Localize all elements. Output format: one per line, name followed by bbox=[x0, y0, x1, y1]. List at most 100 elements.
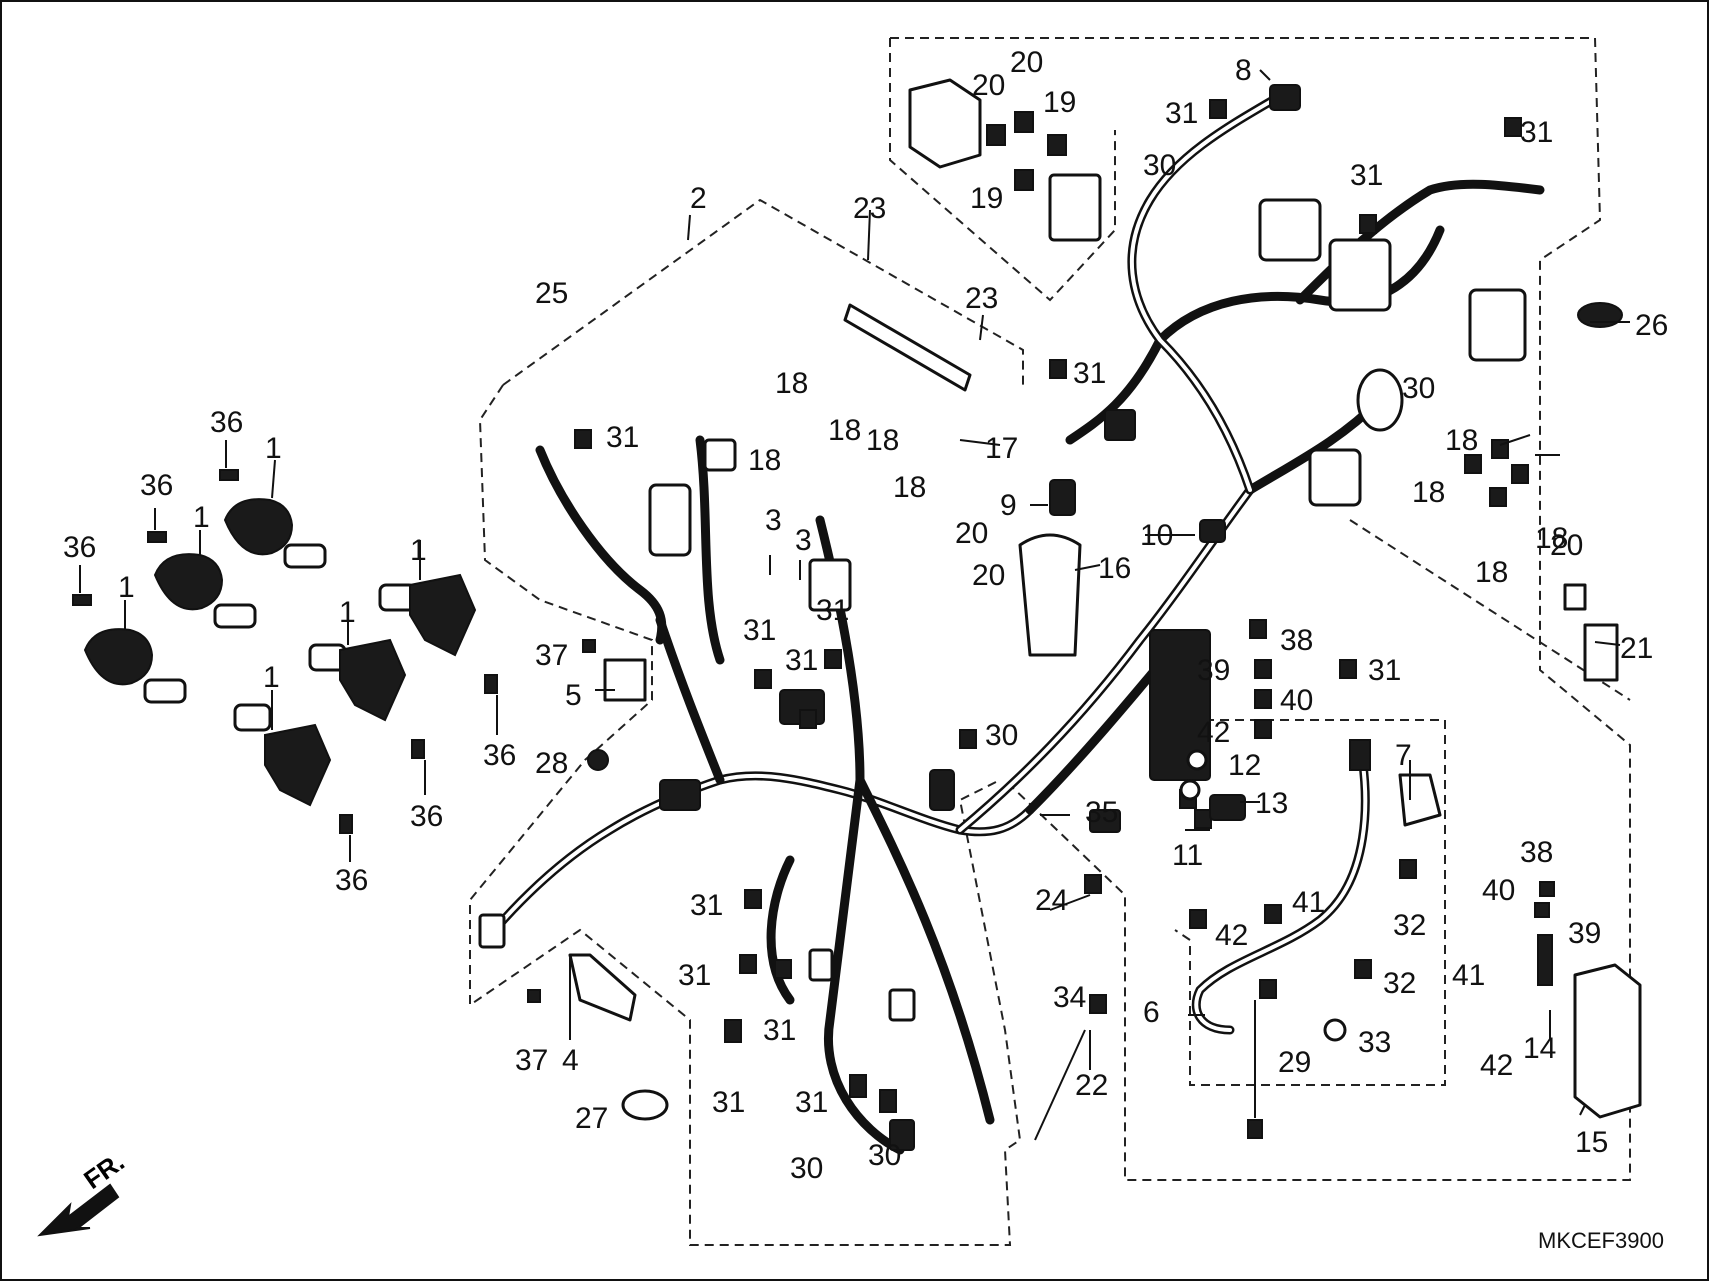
callout-1-d: 1 bbox=[410, 534, 427, 567]
callout-31-h: 31 bbox=[816, 594, 849, 627]
callout-30-e: 30 bbox=[868, 1139, 901, 1172]
bolt-36-f bbox=[339, 814, 353, 862]
callout-38-b: 38 bbox=[1520, 836, 1553, 869]
callout-20-b: 20 bbox=[1010, 46, 1043, 79]
callout-11: 11 bbox=[1172, 839, 1203, 872]
injector-1 bbox=[223, 459, 327, 569]
callout-31-b: 31 bbox=[1165, 97, 1198, 130]
bolt-36-b bbox=[147, 508, 167, 543]
callout-36-f: 36 bbox=[335, 864, 368, 897]
callout-31-j: 31 bbox=[690, 889, 723, 922]
callout-42-a: 42 bbox=[1197, 716, 1230, 749]
callout-37-a: 37 bbox=[535, 639, 568, 672]
callout-41-b: 41 bbox=[1452, 959, 1485, 992]
callout-3-a: 3 bbox=[765, 504, 782, 537]
callout-31-a: 31 bbox=[606, 421, 639, 454]
callout-16: 16 bbox=[1098, 552, 1131, 585]
callout-25: 25 bbox=[535, 277, 568, 310]
callout-30-a: 30 bbox=[1143, 149, 1176, 182]
callout-31-g: 31 bbox=[743, 614, 776, 647]
front-label: FR. bbox=[78, 1146, 130, 1195]
callout-13: 13 bbox=[1255, 787, 1288, 820]
injector-3 bbox=[83, 600, 187, 704]
callout-36-b: 36 bbox=[140, 469, 173, 502]
callout-40-a: 40 bbox=[1280, 684, 1313, 717]
callout-14: 14 bbox=[1523, 1032, 1556, 1065]
callout-29: 29 bbox=[1278, 1046, 1311, 1079]
upper-harness bbox=[1018, 84, 1545, 781]
injector-6 bbox=[233, 690, 332, 807]
upper-relay-box bbox=[908, 78, 1102, 242]
clips bbox=[574, 99, 1522, 1113]
callout-41-a: 41 bbox=[1292, 886, 1325, 919]
callout-31-n: 31 bbox=[795, 1086, 828, 1119]
callout-39-b: 39 bbox=[1568, 917, 1601, 950]
callout-31-f: 31 bbox=[1368, 654, 1401, 687]
callout-40-b: 40 bbox=[1482, 874, 1515, 907]
callout-18-b: 18 bbox=[748, 444, 781, 477]
callout-28: 28 bbox=[535, 747, 568, 780]
callout-3-b: 3 bbox=[795, 524, 812, 557]
callout-36-d: 36 bbox=[483, 739, 516, 772]
callout-31-c: 31 bbox=[1520, 116, 1553, 149]
bolt-36-d bbox=[484, 674, 498, 735]
callout-20-c: 20 bbox=[955, 517, 988, 550]
callout-15: 15 bbox=[1575, 1126, 1608, 1159]
callout-18-f: 18 bbox=[1445, 424, 1478, 457]
bolt-36-c bbox=[72, 565, 92, 606]
bolt-36-e bbox=[411, 739, 426, 795]
callout-18-a: 18 bbox=[775, 367, 808, 400]
callout-36-c: 36 bbox=[63, 531, 96, 564]
callout-23-b: 23 bbox=[965, 282, 998, 315]
callout-1-b: 1 bbox=[193, 501, 210, 534]
callout-numbers: 1 1 1 1 1 1 2 3 3 4 5 6 7 8 9 10 11 12 1… bbox=[63, 46, 1668, 1185]
callout-1-f: 1 bbox=[263, 661, 280, 694]
callout-31-e: 31 bbox=[1073, 357, 1106, 390]
callout-24: 24 bbox=[1035, 884, 1068, 917]
callout-4: 4 bbox=[562, 1044, 579, 1077]
callout-32-b: 32 bbox=[1383, 967, 1416, 1000]
callout-20-e: 20 bbox=[1550, 529, 1583, 562]
diagram-code: MKCEF3900 bbox=[1538, 1228, 1664, 1253]
callout-18-i: 18 bbox=[1475, 556, 1508, 589]
ecu-15 bbox=[1534, 881, 1642, 1119]
group-outlines bbox=[469, 37, 1631, 1246]
callout-1-a: 1 bbox=[265, 432, 282, 465]
callout-35: 35 bbox=[1085, 796, 1118, 829]
injector-group bbox=[72, 440, 498, 862]
callout-8: 8 bbox=[1235, 54, 1252, 87]
callout-19-b: 19 bbox=[970, 182, 1003, 215]
sub-harness-6 bbox=[1191, 739, 1442, 1139]
callout-21: 21 bbox=[1620, 632, 1653, 665]
callout-37-b: 37 bbox=[515, 1044, 548, 1077]
callout-36-e: 36 bbox=[410, 800, 443, 833]
callout-1-c: 1 bbox=[118, 571, 135, 604]
callout-17: 17 bbox=[985, 432, 1018, 465]
callout-31-i: 31 bbox=[785, 644, 818, 677]
harness-cover-17 bbox=[843, 209, 1001, 446]
callout-1-e: 1 bbox=[339, 596, 356, 629]
injector-5 bbox=[308, 605, 407, 722]
injector-4 bbox=[378, 540, 477, 657]
callout-32-a: 32 bbox=[1393, 909, 1426, 942]
callout-18-c: 18 bbox=[828, 414, 861, 447]
leader-lines bbox=[569, 69, 1630, 1141]
callout-18-e: 18 bbox=[893, 471, 926, 504]
callout-6: 6 bbox=[1143, 996, 1160, 1029]
main-harness bbox=[478, 435, 1255, 1155]
callout-23-a: 23 bbox=[853, 192, 886, 225]
callout-34: 34 bbox=[1053, 981, 1086, 1014]
front-direction-indicator: FR. bbox=[37, 1146, 130, 1237]
callout-18-g: 18 bbox=[1412, 476, 1445, 509]
callout-22: 22 bbox=[1075, 1069, 1108, 1102]
callout-20-d: 20 bbox=[972, 559, 1005, 592]
callout-31-d: 31 bbox=[1350, 159, 1383, 192]
callout-18-d: 18 bbox=[866, 424, 899, 457]
callout-26: 26 bbox=[1635, 309, 1668, 342]
callout-10: 10 bbox=[1140, 519, 1173, 552]
callout-19-a: 19 bbox=[1043, 86, 1076, 119]
callout-18-h: 18 bbox=[1535, 522, 1568, 555]
callout-31-k: 31 bbox=[678, 959, 711, 992]
